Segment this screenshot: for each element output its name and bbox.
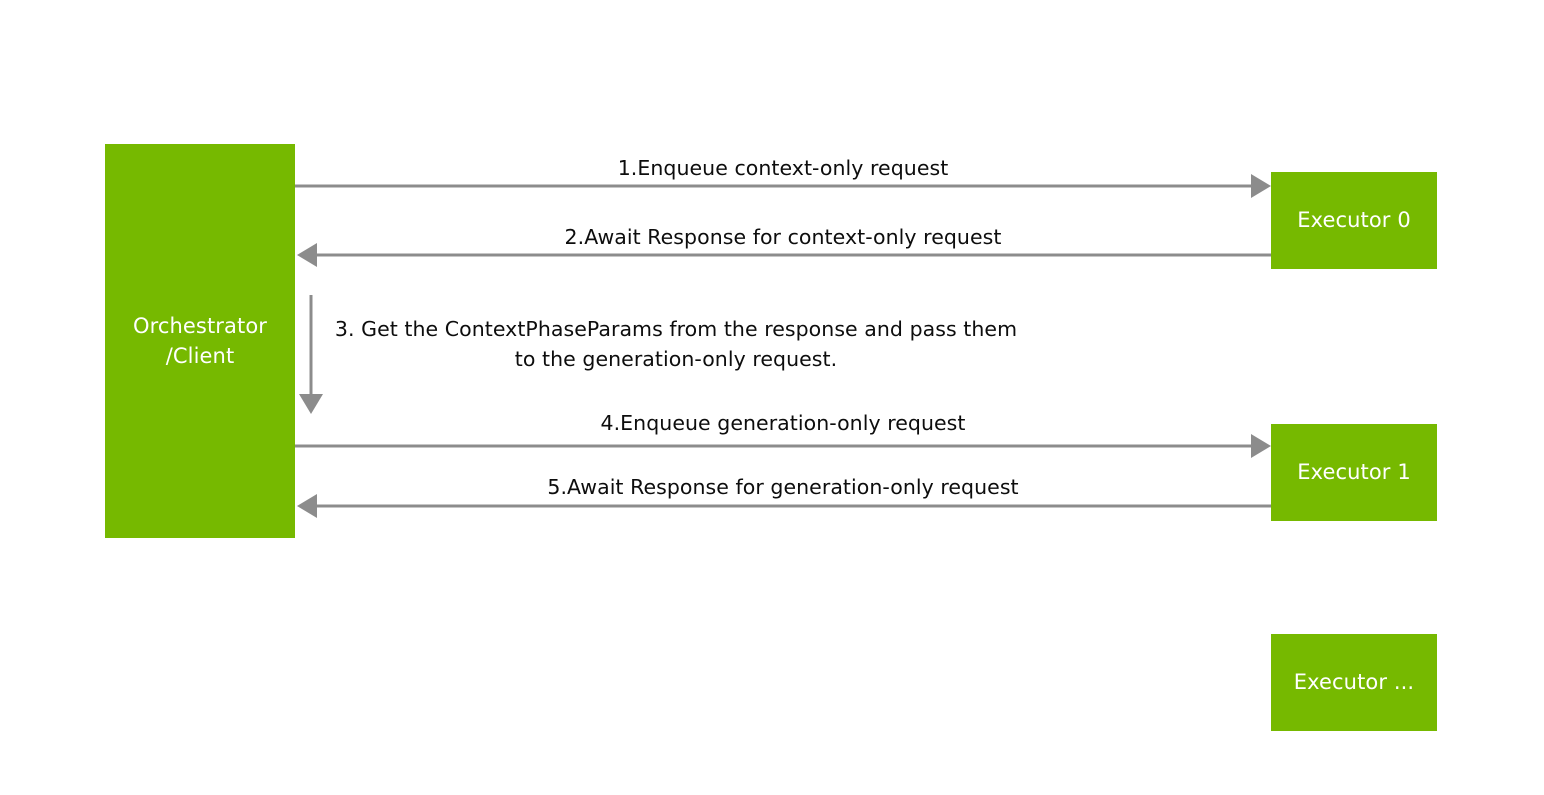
node-orchestrator-label: Orchestrator /Client — [133, 311, 267, 372]
node-orchestrator-label-line2: /Client — [165, 344, 235, 368]
node-executor-ellipsis[interactable]: Executor ... — [1271, 634, 1437, 731]
node-executor-0-label: Executor 0 — [1297, 208, 1411, 233]
node-executor-1-label: Executor 1 — [1297, 460, 1411, 485]
node-orchestrator[interactable]: Orchestrator /Client — [105, 144, 295, 538]
arrow-message-4 — [295, 434, 1271, 458]
node-orchestrator-label-line1: Orchestrator — [132, 313, 268, 338]
message-label-3-line1: 3. Get the ContextPhaseParams from the r… — [334, 317, 957, 341]
node-executor-1[interactable]: Executor 1 — [1271, 424, 1437, 521]
arrow-message-3-self — [299, 295, 323, 414]
arrow-message-1 — [295, 174, 1271, 198]
message-label-3: 3. Get the ContextPhaseParams from the r… — [330, 315, 1022, 375]
node-executor-ellipsis-label: Executor ... — [1293, 670, 1415, 695]
message-label-3-line2: them to the generation-only request. — [514, 317, 1018, 371]
message-label-2: 2.Await Response for context-only reques… — [564, 225, 1002, 249]
message-label-5: 5.Await Response for generation-only req… — [547, 475, 1019, 499]
arrow-message-2 — [297, 243, 1271, 267]
message-label-1: 1.Enqueue context-only request — [617, 156, 949, 180]
message-label-4: 4.Enqueue generation-only request — [600, 411, 966, 435]
arrow-message-5 — [297, 494, 1271, 518]
node-executor-0[interactable]: Executor 0 — [1271, 172, 1437, 269]
